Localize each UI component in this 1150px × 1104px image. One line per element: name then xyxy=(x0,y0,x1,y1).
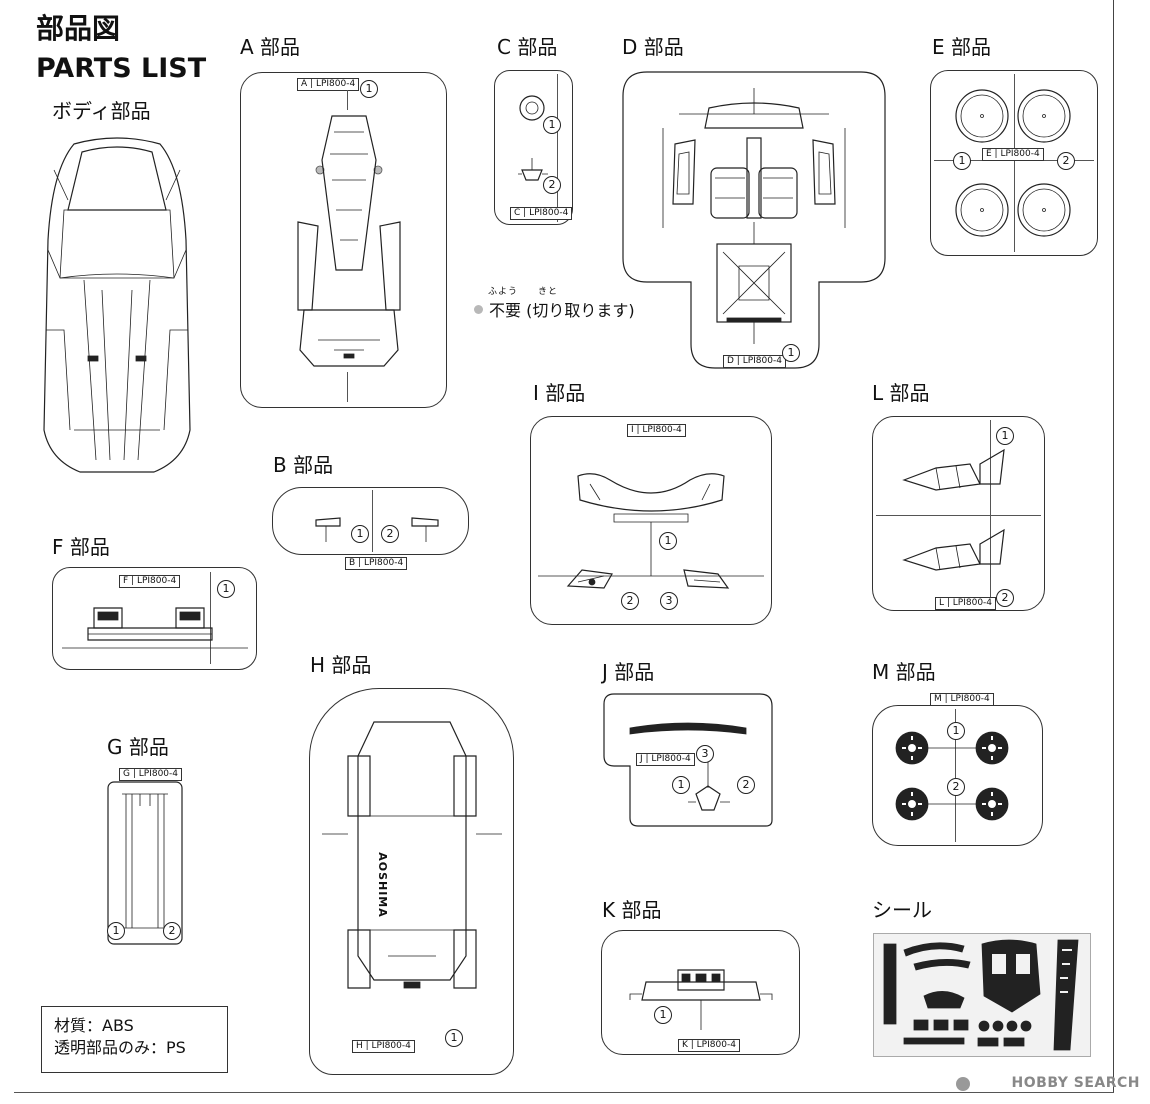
chassis-brand-text: AOSHIMA xyxy=(376,852,389,918)
part-c-drawing xyxy=(518,95,548,181)
part-l-number-1: 1 xyxy=(996,427,1014,445)
section-f-title: F 部品 xyxy=(52,535,110,559)
sprue-f-runner xyxy=(210,572,211,664)
part-a-number-1: 1 xyxy=(360,80,378,98)
part-i-number-3: 3 xyxy=(660,592,678,610)
sprue-m-runner xyxy=(955,709,956,842)
sprue-i-frame xyxy=(530,416,772,625)
part-f-number-1: 1 xyxy=(217,580,235,598)
part-h-drawing xyxy=(322,721,502,989)
watermark-text: HOBBY SEARCH xyxy=(1011,1075,1140,1091)
part-h-number-1: 1 xyxy=(445,1029,463,1047)
part-j-number-3: 3 xyxy=(696,745,714,763)
sticker-sheet-drawing xyxy=(883,939,1079,1051)
part-l-number-2: 2 xyxy=(996,589,1014,607)
section-e-title: E 部品 xyxy=(932,35,991,59)
page-title: 部品図 xyxy=(36,12,121,45)
unneeded-marker-icon xyxy=(474,305,483,314)
sprue-b-frame xyxy=(272,487,469,555)
sprue-h-tag: H | LPI800-4 xyxy=(352,1040,415,1053)
part-d-number-1: 1 xyxy=(782,344,800,362)
sprue-k-tag: K | LPI800-4 xyxy=(678,1039,740,1052)
part-c-number-2: 2 xyxy=(543,176,561,194)
part-a-drawing xyxy=(297,115,401,367)
part-b-drawing xyxy=(315,517,439,542)
part-l-drawing xyxy=(902,448,1005,571)
part-b-number-1: 1 xyxy=(351,525,369,543)
part-m-number-1: 1 xyxy=(947,722,965,740)
note-ruby: ふよう きと xyxy=(488,287,559,297)
watermark-logo-icon xyxy=(956,1077,970,1091)
part-k-drawing xyxy=(629,969,773,1030)
sticker-section-title: シール xyxy=(872,898,932,922)
sprue-g-frame xyxy=(107,781,183,945)
materials-box: 材質：ABS 透明部品のみ：PS xyxy=(41,1006,228,1073)
sprue-d-tag: D | LPI800-4 xyxy=(723,355,786,368)
part-f-drawing xyxy=(62,607,248,649)
part-e-number-2: 2 xyxy=(1057,152,1075,170)
body-drawing xyxy=(43,137,191,473)
section-g-title: G 部品 xyxy=(107,735,169,759)
part-i-drawing xyxy=(538,473,764,589)
sprue-m-tag: M | LPI800-4 xyxy=(930,693,994,706)
section-j-title: J 部品 xyxy=(602,660,655,684)
sprue-l-runner-h xyxy=(876,515,1041,516)
section-b-title: B 部品 xyxy=(273,453,334,477)
part-i-number-2: 2 xyxy=(621,592,639,610)
part-e-drawing xyxy=(955,89,1071,237)
sprue-a-runner-bottom xyxy=(347,372,348,402)
section-a-title: A 部品 xyxy=(240,35,301,59)
part-b-number-2: 2 xyxy=(381,525,399,543)
sprue-a-runner xyxy=(347,90,348,110)
sprue-e-tag: E | LPI800-4 xyxy=(982,148,1044,161)
part-m-drawing xyxy=(895,731,1009,821)
page-subtitle: PARTS LIST xyxy=(36,53,207,84)
part-m-number-2: 2 xyxy=(947,778,965,796)
section-l-title: L 部品 xyxy=(872,381,930,405)
part-g-number-2: 2 xyxy=(163,922,181,940)
sprue-j-tag: J | LPI800-4 xyxy=(636,753,695,766)
part-c-number-1: 1 xyxy=(543,116,561,134)
sprue-g-tag: G | LPI800-4 xyxy=(119,768,182,781)
section-c-title: C 部品 xyxy=(497,35,558,59)
sprue-h-frame xyxy=(309,688,514,1075)
section-h-title: H 部品 xyxy=(310,653,372,677)
sprue-b-runner xyxy=(372,490,373,552)
part-k-number-1: 1 xyxy=(654,1006,672,1024)
sprue-k-frame xyxy=(601,930,800,1055)
sprue-j-frame xyxy=(603,693,773,827)
page-right-rule xyxy=(1113,0,1114,1092)
sprue-c-runner xyxy=(557,74,558,222)
sprue-l-tag: L | LPI800-4 xyxy=(935,597,997,610)
sprue-f-tag: F | LPI800-4 xyxy=(119,575,181,588)
part-i-number-1: 1 xyxy=(659,532,677,550)
page-bottom-rule xyxy=(14,1092,1114,1093)
sprue-b-tag: B | LPI800-4 xyxy=(345,557,408,570)
sprue-c-tag: C | LPI800-4 xyxy=(510,207,573,220)
part-j-number-2: 2 xyxy=(737,776,755,794)
section-m-title: M 部品 xyxy=(872,660,936,684)
sprue-i-tag: I | LPI800-4 xyxy=(627,424,686,437)
note-text: 不要 (切り取ります) xyxy=(489,301,635,320)
sprue-a-tag: A | LPI800-4 xyxy=(297,78,360,91)
part-j-number-1: 1 xyxy=(672,776,690,794)
part-g-number-1: 1 xyxy=(107,922,125,940)
body-section-title: ボディ部品 xyxy=(52,99,151,123)
section-k-title: K 部品 xyxy=(602,898,662,922)
sprue-l-runner-v xyxy=(990,420,991,607)
section-d-title: D 部品 xyxy=(622,35,684,59)
sprue-d-frame xyxy=(622,71,886,369)
materials-line-1: 材質：ABS xyxy=(54,1016,134,1035)
sticker-sheet xyxy=(873,933,1091,1057)
sprue-e-runner-v xyxy=(1014,74,1015,252)
materials-line-2: 透明部品のみ：PS xyxy=(54,1038,186,1057)
part-e-number-1: 1 xyxy=(953,152,971,170)
section-i-title: I 部品 xyxy=(533,381,586,405)
sprue-l-frame xyxy=(872,416,1045,611)
